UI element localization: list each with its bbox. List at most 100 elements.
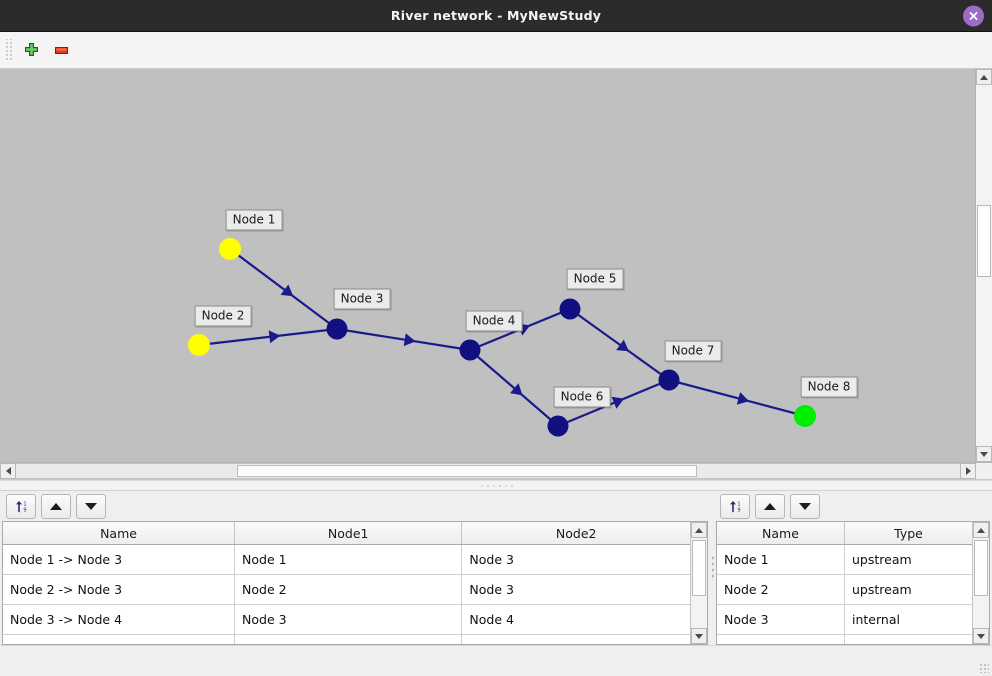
sort-button[interactable]: 1 9 [6, 493, 36, 519]
branches-vscroll-track[interactable] [691, 538, 707, 628]
table-cell[interactable]: Node 4 -> Node 5 [3, 634, 236, 644]
scroll-up-arrow-icon[interactable] [976, 69, 992, 85]
horizontal-splitter[interactable] [0, 480, 992, 491]
network-node[interactable] [658, 369, 680, 391]
network-node[interactable] [559, 298, 581, 320]
status-bar [0, 645, 992, 676]
network-node[interactable] [547, 415, 569, 437]
move-down-button[interactable] [76, 493, 106, 519]
branches-vertical-scrollbar[interactable] [690, 522, 707, 644]
network-node[interactable] [219, 238, 241, 260]
canvas-horizontal-scrollbar[interactable] [0, 463, 992, 480]
scroll-right-arrow-icon[interactable] [960, 463, 976, 479]
window-resize-grip-icon[interactable] [979, 663, 989, 673]
network-edge[interactable] [336, 327, 471, 352]
table-cell[interactable]: Node 1 [717, 544, 845, 575]
network-edge[interactable] [229, 248, 338, 330]
nodes-vscroll-thumb[interactable] [974, 540, 988, 596]
column-header-type[interactable]: Type [844, 522, 972, 545]
branches-vscroll-thumb[interactable] [692, 540, 706, 596]
scroll-down-arrow-icon[interactable] [976, 446, 992, 462]
network-edge[interactable] [668, 378, 806, 418]
sort-button[interactable]: 1 9 [720, 493, 750, 519]
network-node[interactable] [794, 405, 816, 427]
close-icon[interactable] [963, 5, 984, 26]
table-cell[interactable]: Node 1 [234, 544, 463, 575]
column-header-node1[interactable]: Node1 [234, 522, 463, 545]
table-cell[interactable]: Node 4 [234, 634, 463, 644]
canvas-vertical-scrollbar[interactable] [975, 69, 992, 462]
scroll-up-arrow-icon[interactable] [973, 522, 989, 538]
table-cell[interactable]: Node 3 [461, 574, 690, 605]
table-cell[interactable]: Node 2 [234, 574, 463, 605]
edge-arrow-icon [611, 396, 625, 409]
column-header-node2[interactable]: Node2 [461, 522, 690, 545]
node-label[interactable]: Node 6 [553, 386, 611, 408]
delete-node-button[interactable] [46, 35, 76, 65]
column-header-name[interactable]: Name [3, 522, 236, 545]
table-cell[interactable]: Node 4 [461, 604, 690, 635]
column-header-name[interactable]: Name [717, 522, 845, 545]
move-up-button[interactable] [41, 493, 71, 519]
nodes-toolbar: 1 9 [714, 491, 992, 521]
table-cell[interactable]: Node 1 -> Node 3 [3, 544, 236, 575]
node-label[interactable]: Node 1 [225, 209, 283, 231]
scroll-up-arrow-icon[interactable] [691, 522, 707, 538]
table-cell[interactable]: internal [844, 634, 972, 644]
toolbar-drag-handle[interactable] [4, 39, 13, 61]
table-cell[interactable]: Node 5 [461, 634, 690, 644]
node-label[interactable]: Node 8 [800, 376, 858, 398]
table-cell[interactable]: Node 3 [461, 544, 690, 575]
table-row[interactable]: Node 4internal [717, 634, 972, 644]
network-node[interactable] [326, 318, 348, 340]
canvas-hscroll-track[interactable] [16, 463, 960, 479]
move-down-button[interactable] [790, 493, 820, 519]
node-label[interactable]: Node 3 [333, 288, 391, 310]
nodes-vertical-scrollbar[interactable] [972, 522, 989, 644]
network-edge[interactable] [557, 378, 670, 428]
scroll-left-arrow-icon[interactable] [0, 463, 16, 479]
node-label[interactable]: Node 4 [465, 310, 523, 332]
network-edge[interactable] [198, 327, 338, 347]
node-label[interactable]: Node 7 [664, 340, 722, 362]
table-cell[interactable]: Node 3 [234, 604, 463, 635]
scroll-down-arrow-icon[interactable] [973, 628, 989, 644]
network-diagram[interactable]: Node 1 Node 2 Node 3 Node 4 Node 5 Node 6 Node… [0, 69, 975, 462]
network-node[interactable] [188, 334, 210, 356]
table-cell[interactable]: Node 3 [717, 604, 845, 635]
node-label[interactable]: Node 5 [566, 268, 624, 290]
move-up-button[interactable] [755, 493, 785, 519]
canvas-vscroll-track[interactable] [976, 85, 992, 446]
network-edge[interactable] [469, 349, 559, 427]
table-cell[interactable]: Node 4 [717, 634, 845, 644]
network-node[interactable] [459, 339, 481, 361]
canvas-vscroll-thumb[interactable] [977, 205, 991, 277]
network-edge[interactable] [569, 308, 670, 381]
nodes-vscroll-track[interactable] [973, 538, 989, 628]
table-cell[interactable]: Node 2 [717, 574, 845, 605]
scroll-down-arrow-icon[interactable] [691, 628, 707, 644]
table-cell[interactable]: upstream [844, 544, 972, 575]
table-cell[interactable]: Node 2 -> Node 3 [3, 574, 236, 605]
table-cell[interactable]: internal [844, 604, 972, 635]
canvas-hscroll-thumb[interactable] [237, 465, 697, 477]
node-label[interactable]: Node 2 [194, 305, 252, 327]
vertical-splitter[interactable] [710, 491, 714, 645]
add-node-button[interactable] [16, 35, 46, 65]
edge-arrow-icon [268, 330, 281, 344]
table-cell[interactable]: upstream [844, 574, 972, 605]
table-cell[interactable]: Node 3 -> Node 4 [3, 604, 236, 635]
